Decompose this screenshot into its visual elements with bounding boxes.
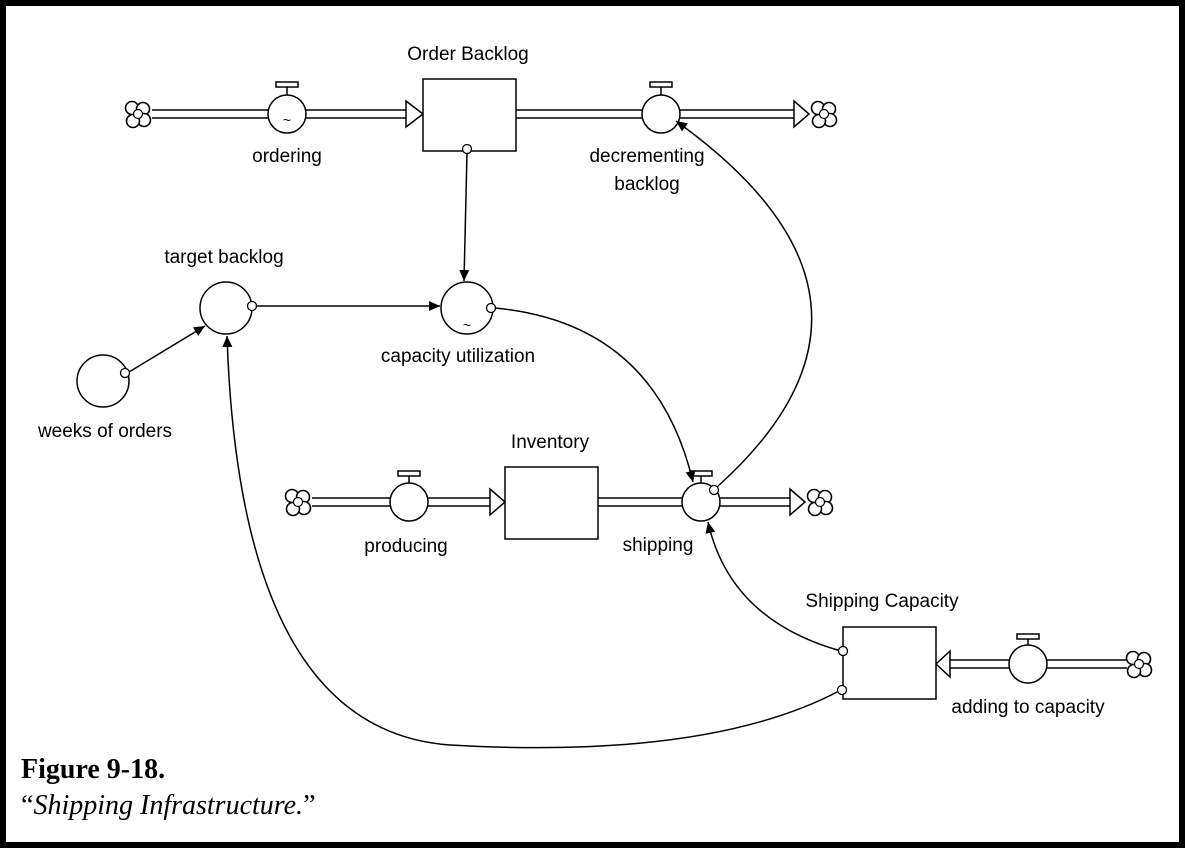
adding-to-capacity-flow-arrowhead xyxy=(934,649,951,679)
link-weeks-of-orders-to-target-backlog xyxy=(128,325,206,373)
link-origin-markers xyxy=(119,143,849,696)
link-capacity-utilization-to-shipping xyxy=(494,307,696,483)
producing-label: producing xyxy=(364,536,447,557)
target-backlog-aux xyxy=(199,281,253,335)
ordering-valve xyxy=(267,94,307,134)
valve-icon xyxy=(275,81,299,95)
decrementing-backlog-label-line1: decrementing xyxy=(589,146,704,167)
cloud-icon xyxy=(810,100,838,129)
open-quote: “ xyxy=(21,790,34,821)
valve-icon xyxy=(649,81,673,95)
cloud-icon xyxy=(284,488,312,517)
weeks-of-orders-label: weeks of orders xyxy=(37,421,172,442)
link-order-backlog-to-capacity-utilization xyxy=(459,152,470,282)
decrementing-backlog-label-line2: backlog xyxy=(614,174,680,195)
weeks-of-orders-aux xyxy=(76,354,130,408)
figure-subtitle-text: Shipping Infrastructure. xyxy=(33,790,304,821)
cloud-icon xyxy=(806,488,834,517)
shipping-capacity-label: Shipping Capacity xyxy=(805,591,959,612)
adding-to-capacity-valve xyxy=(1008,644,1048,684)
inventory-label: Inventory xyxy=(511,432,590,453)
decrementing-backlog-flow-arrowhead xyxy=(793,99,811,129)
figure-title: Figure 9-18. xyxy=(21,754,166,785)
producing-valve xyxy=(389,482,429,522)
inventory-stock xyxy=(504,466,599,540)
ordering-label: ordering xyxy=(252,146,322,167)
link-shipping-to-decrementing-backlog xyxy=(675,120,813,488)
shipping-label: shipping xyxy=(623,535,694,556)
shipping-capacity-stock xyxy=(842,626,937,700)
valve-icon xyxy=(1016,633,1040,645)
link-shipping-capacity-to-shipping xyxy=(705,521,842,652)
order-backlog-label: Order Backlog xyxy=(407,44,528,65)
graphical-function-marker: ~ xyxy=(283,112,291,128)
capacity-utilization-label: capacity utilization xyxy=(381,346,535,367)
order-backlog-stock xyxy=(422,78,517,152)
shipping-flow-arrowhead xyxy=(789,487,807,517)
producing-flow-arrowhead xyxy=(489,487,507,517)
figure-subtitle: “Shipping Infrastructure.” xyxy=(21,790,316,822)
close-quote: ” xyxy=(303,790,316,821)
target-backlog-label: target backlog xyxy=(164,247,283,268)
ordering-flow-arrowhead xyxy=(405,99,425,129)
cloud-icon xyxy=(124,100,152,129)
graphical-function-marker: ~ xyxy=(463,317,471,333)
link-shipping-capacity-to-target-backlog xyxy=(222,335,842,749)
decrementing-backlog-valve xyxy=(641,94,681,134)
adding-to-capacity-label: adding to capacity xyxy=(951,697,1105,718)
cloud-icon xyxy=(1125,650,1153,679)
valve-icon xyxy=(397,470,421,483)
